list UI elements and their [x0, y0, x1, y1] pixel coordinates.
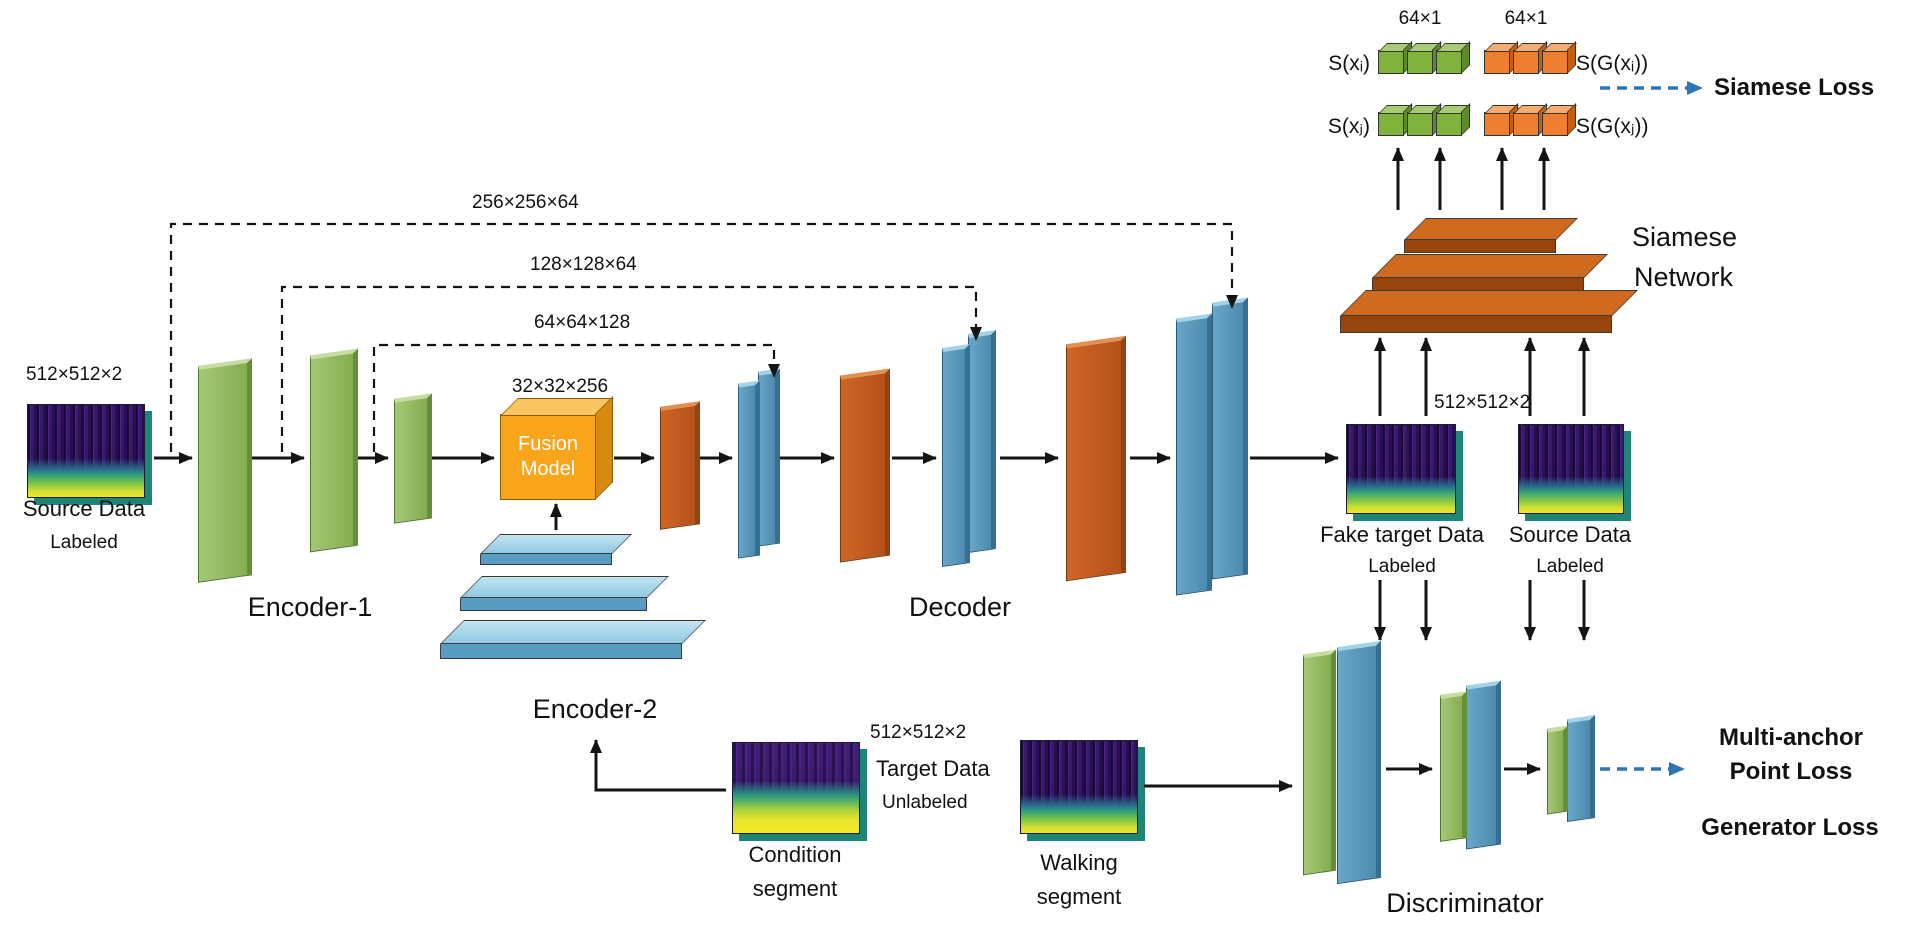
- condition-segment-spectrogram: [732, 742, 860, 834]
- decoder-deconv-slab-3: [1066, 335, 1126, 582]
- discriminator-slab-3-green: [1547, 725, 1568, 815]
- encoder1-label: Encoder-1: [247, 592, 373, 622]
- source2-data-label: Source Data: [1508, 522, 1632, 547]
- embedding-dim-left-label: 64×1: [1398, 8, 1442, 29]
- condition-to-encoder2-arrow: [590, 739, 726, 792]
- decoder-deconv-slab-1: [660, 401, 700, 530]
- fake-target-labeled-label: Labeled: [1368, 556, 1436, 577]
- walking-segment-spectrogram: [1020, 740, 1138, 834]
- source2-spectrogram: [1518, 424, 1624, 514]
- skip2-dim-label: 128×128×64: [530, 254, 637, 275]
- encoder2-label: Encoder-2: [532, 694, 658, 724]
- source-dim-label: 512×512×2: [26, 364, 123, 385]
- walking-label-line1: Walking: [1040, 850, 1118, 875]
- siamese-plate-1: [1404, 218, 1578, 253]
- sxi-label: S(xᵢ): [1328, 52, 1370, 75]
- siamese-plate-3: [1340, 290, 1638, 333]
- fusion-dim-label: 32×32×256: [511, 376, 609, 397]
- siamese-loss-label: Siamese Loss: [1714, 74, 1875, 101]
- embedding-cubes-sgxj: [1484, 112, 1568, 136]
- fusion-model-text: Fusion Model: [517, 433, 579, 480]
- condition-label-line2: segment: [752, 876, 838, 901]
- target-unlabeled-label: Unlabeled: [882, 792, 968, 813]
- generator-loss-label: Generator Loss: [1701, 814, 1879, 841]
- siamese-label-line2: Network: [1634, 262, 1734, 292]
- embedding-dim-right-label: 64×1: [1504, 8, 1548, 29]
- encoder1-conv-slab-2: [310, 348, 358, 553]
- decoder-label: Decoder: [908, 592, 1012, 622]
- source-spectrogram: [27, 404, 145, 498]
- multi-anchor-loss-label-line2: Point Loss: [1729, 758, 1853, 785]
- walking-label-line2: segment: [1036, 884, 1122, 909]
- target-dim-label: 512×512×2: [870, 722, 967, 743]
- siamese-plate-2: [1372, 254, 1608, 293]
- skip1-dim-label: 256×256×64: [472, 192, 579, 213]
- fake-target-spectrogram: [1346, 424, 1456, 514]
- multi-anchor-loss-label-line1: Multi-anchor: [1719, 724, 1863, 751]
- decoder-concat-slab-2a: [942, 344, 970, 567]
- siamese-output-arrows: [1392, 147, 1550, 210]
- output-dim-label: 512×512×2: [1434, 392, 1531, 413]
- skip3-dim-label: 64×64×128: [534, 312, 631, 333]
- fake-target-label: Fake target Data: [1320, 522, 1484, 547]
- discriminator-slab-3-blue: [1567, 715, 1595, 822]
- sgxi-label: S(G(xᵢ)): [1576, 52, 1649, 75]
- source2-labeled-label: Labeled: [1536, 556, 1604, 577]
- discriminator-slab-2-green: [1440, 691, 1467, 842]
- encoder2-plate-3: [440, 620, 706, 659]
- encoder2-plate-2: [460, 576, 669, 611]
- discriminator-slab-1-green: [1303, 649, 1336, 876]
- discriminator-slab-1-blue: [1337, 640, 1381, 885]
- encoder1-conv-slab-1: [198, 358, 252, 583]
- decoder-concat-slab-3b: [1212, 297, 1248, 580]
- source-labeled-label: Labeled: [50, 532, 118, 553]
- decoder-concat-slab-2b: [968, 330, 996, 553]
- sxj-label: S(xⱼ): [1327, 115, 1370, 138]
- sgxj-label: S(G(xⱼ)): [1576, 115, 1649, 138]
- embedding-cubes-sxj: [1378, 112, 1462, 136]
- condition-label-line1: Condition: [748, 842, 842, 867]
- discriminator-slab-2-blue: [1466, 680, 1501, 850]
- embedding-cubes-sgxi: [1484, 50, 1568, 74]
- discriminator-label: Discriminator: [1386, 888, 1544, 918]
- decoder-concat-slab-1b: [758, 368, 780, 547]
- decoder-concat-slab-1a: [738, 380, 760, 559]
- source-data-label: Source Data: [22, 496, 146, 521]
- siamese-label-line1: Siamese: [1632, 222, 1738, 252]
- encoder2-plate-1: [480, 534, 632, 565]
- decoder-concat-slab-3a: [1176, 313, 1212, 596]
- discriminator-input-arrows: [1374, 580, 1590, 641]
- encoder1-conv-slab-3: [394, 393, 432, 524]
- embedding-cubes-sxi: [1378, 50, 1462, 74]
- decoder-deconv-slab-2: [840, 368, 890, 563]
- target-data-label: Target Data: [876, 756, 990, 781]
- fusion-model-cube: Fusion Model: [500, 414, 596, 500]
- arrow-condition-to-enc2: [590, 739, 726, 792]
